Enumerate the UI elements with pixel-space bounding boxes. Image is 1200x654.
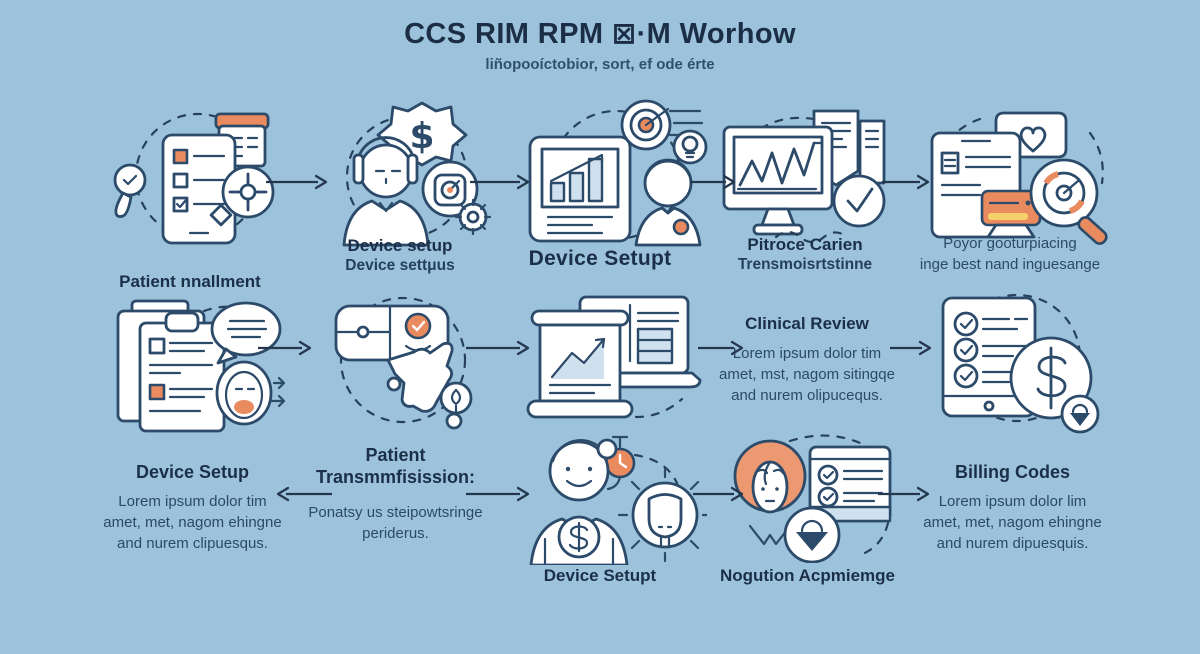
step-label: Device setup — [347, 236, 453, 255]
patient-enrollment-icon — [113, 112, 275, 245]
flow-arrow-right — [258, 340, 312, 356]
step-sublabel: Device settμus — [345, 257, 455, 274]
flow-arrow-right — [266, 174, 328, 190]
flow-arrow-right — [882, 174, 930, 190]
block-line: Lorem ipsum dolor tim — [118, 493, 267, 510]
flow-arrow-right — [466, 340, 530, 356]
billing-checklist-icon — [941, 293, 1100, 434]
step-label: Device Setupt — [528, 247, 672, 270]
block-line: amet, met, nagom ehingne — [103, 514, 282, 531]
block-line: and nurem clipuesqus. — [117, 535, 268, 552]
flow-arrow-right — [466, 486, 530, 502]
patient-transmission-block: Patient Transmmfisission: Ponatsy us ste… — [298, 444, 493, 544]
block-line: periderus. — [362, 525, 429, 542]
block-title: Clinical Review — [745, 314, 869, 333]
heart-message-target-icon — [930, 111, 1108, 245]
dollar-glyph: $ — [409, 116, 434, 157]
block-title-line: Transmmfisission: — [315, 467, 476, 487]
step-label: Device Setupt — [543, 566, 657, 585]
block-title: Billing Codes — [954, 462, 1070, 482]
page-title: CCS RIM RPM ⊠·M Worhow — [404, 18, 796, 50]
patient-payment-icon — [529, 435, 707, 565]
clinical-review-block: Clinical Review Lorem ipsum dolor tim am… — [712, 314, 902, 406]
flow-arrow-right — [890, 340, 932, 356]
coverage-map-icon — [334, 296, 473, 430]
step-label: Pitroce Carien — [747, 235, 863, 254]
approval-security-icon — [733, 434, 892, 563]
block-title: Device Setup — [135, 462, 250, 482]
block-line: amet, met, nagom ehingne — [923, 514, 1102, 531]
page-subtitle: liñopooíctobior, sort, ef ode érte — [485, 56, 715, 73]
clipboard-intake-icon — [116, 299, 286, 433]
laptop-analytics-icon — [526, 295, 702, 419]
device-setup-block: Device Setup Lorem ipsum dolor tim amet,… — [95, 462, 290, 554]
block-line: amet, mst, nagom sitingqe — [719, 366, 895, 383]
step-label: Patient nnallment — [119, 272, 261, 291]
block-title-line: Patient — [365, 445, 426, 465]
flow-arrow-right — [878, 486, 930, 502]
tablet-chart-icon — [528, 99, 708, 247]
step-label: Nogution Acpmiemge — [719, 566, 896, 585]
block-line: and nurem olipucequs. — [731, 387, 883, 404]
block-line: Ponatsy us steipowtsringe — [308, 504, 483, 521]
support-agent-icon: $ — [342, 101, 492, 247]
monitor-report-icon — [722, 109, 886, 244]
step-caption-line: inge best nand inguesange — [919, 256, 1101, 273]
step-caption-line: Poyor gooturpiacing — [943, 235, 1077, 252]
flow-arrow-right — [693, 486, 744, 502]
billing-codes-block: Billing Codes Lorem ipsum dolor lim amet… — [915, 462, 1110, 554]
block-line: and nurem dipuesquis. — [936, 535, 1089, 552]
flow-arrow-right — [470, 174, 530, 190]
block-line: Lorem ipsum dolor tim — [732, 345, 882, 362]
step-sublabel: Trensmoisrtstinne — [737, 256, 873, 273]
flow-arrow-right — [690, 174, 736, 190]
flow-arrow-left — [276, 486, 332, 502]
flow-arrow-right — [698, 340, 744, 356]
block-line: Lorem ipsum dolor lim — [938, 493, 1087, 510]
